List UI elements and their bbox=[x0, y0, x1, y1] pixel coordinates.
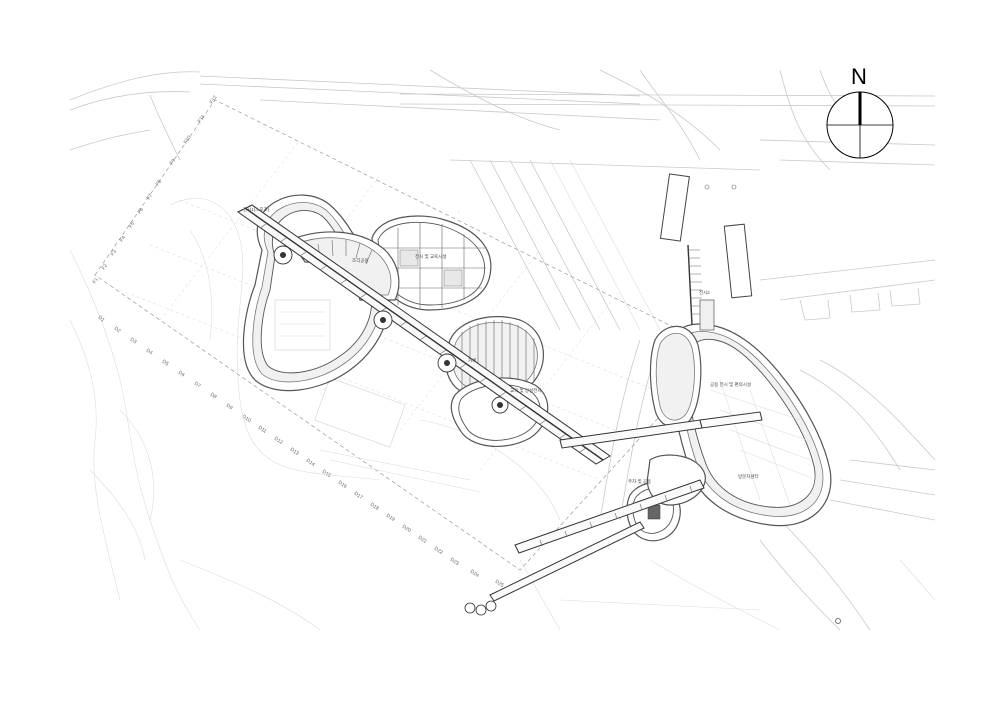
svg-text:D22: D22 bbox=[433, 546, 444, 556]
svg-text:D23: D23 bbox=[449, 557, 460, 567]
label-exhibition-1: 전시1(스포츠) bbox=[243, 206, 270, 212]
north-arrow: N bbox=[826, 64, 894, 159]
svg-text:F3: F3 bbox=[110, 249, 118, 257]
svg-text:D9: D9 bbox=[225, 403, 234, 412]
svg-text:D20: D20 bbox=[401, 524, 412, 534]
room-labels: 전시1(스포츠) 조각공원 전시 및 교육시설 카페 교육 및 상설전시 공용 … bbox=[243, 206, 759, 485]
label-visitor-center: 방문자센터 bbox=[738, 473, 759, 480]
site-boundary bbox=[94, 99, 721, 571]
building-visitor-center bbox=[649, 173, 832, 527]
svg-text:D25: D25 bbox=[494, 579, 505, 589]
svg-text:D12: D12 bbox=[273, 436, 284, 446]
svg-text:D8: D8 bbox=[209, 392, 218, 401]
svg-text:D4: D4 bbox=[145, 348, 154, 357]
building-exhibition-education bbox=[371, 215, 492, 311]
svg-text:D17: D17 bbox=[353, 491, 364, 501]
svg-text:F8: F8 bbox=[155, 179, 163, 187]
svg-text:D24: D24 bbox=[469, 569, 480, 579]
svg-text:D7: D7 bbox=[193, 381, 202, 390]
svg-text:D13: D13 bbox=[289, 447, 300, 457]
svg-text:F6: F6 bbox=[137, 207, 145, 215]
svg-text:D6: D6 bbox=[177, 370, 186, 379]
svg-text:D19: D19 bbox=[385, 513, 396, 523]
svg-text:D2: D2 bbox=[113, 326, 122, 335]
svg-text:F2: F2 bbox=[101, 263, 109, 271]
svg-text:F5: F5 bbox=[128, 221, 136, 229]
label-public-exhibition: 공용 전시 및 편의시설 bbox=[710, 381, 751, 388]
lower-bridge bbox=[464, 479, 841, 624]
axis-labels-bottom: D1 D2 D3 D4 D5 D6 D7 D8 D9 D10 D11 D12 D… bbox=[97, 315, 505, 589]
label-exhibition-education: 전시 및 교육시설 bbox=[415, 253, 446, 260]
label-education-permanent: 교육 및 상설전시 bbox=[510, 387, 541, 394]
svg-text:F10: F10 bbox=[183, 134, 193, 145]
svg-text:D14: D14 bbox=[305, 458, 316, 468]
landscape-surface bbox=[169, 198, 561, 521]
svg-text:D1: D1 bbox=[97, 315, 106, 324]
svg-text:F7: F7 bbox=[146, 193, 154, 201]
north-label: N bbox=[851, 64, 867, 89]
svg-text:D5: D5 bbox=[161, 359, 170, 368]
svg-text:F1: F1 bbox=[92, 277, 100, 285]
svg-text:D15: D15 bbox=[321, 469, 332, 479]
label-sculpture-park: 조각공원 bbox=[352, 257, 369, 264]
svg-text:D18: D18 bbox=[369, 502, 380, 512]
svg-text:D10: D10 bbox=[241, 414, 252, 424]
svg-text:F4: F4 bbox=[119, 235, 127, 243]
svg-text:F12: F12 bbox=[209, 94, 219, 105]
axis-labels-left: F1 F2 F3 F4 F5 F6 F7 F8 F9 F10 F11 F12 bbox=[92, 94, 219, 285]
label-parking-public: 주차 및 공용 bbox=[628, 478, 651, 485]
svg-text:D21: D21 bbox=[417, 535, 428, 545]
label-exhibition-2: 전시2 bbox=[699, 289, 710, 295]
main-bridge bbox=[237, 204, 763, 465]
svg-text:D16: D16 bbox=[337, 480, 348, 490]
svg-text:D11: D11 bbox=[257, 425, 268, 435]
label-cafe: 카페 bbox=[468, 357, 476, 364]
svg-text:F11: F11 bbox=[197, 114, 207, 124]
svg-text:F9: F9 bbox=[169, 158, 177, 166]
svg-text:D3: D3 bbox=[129, 337, 138, 346]
